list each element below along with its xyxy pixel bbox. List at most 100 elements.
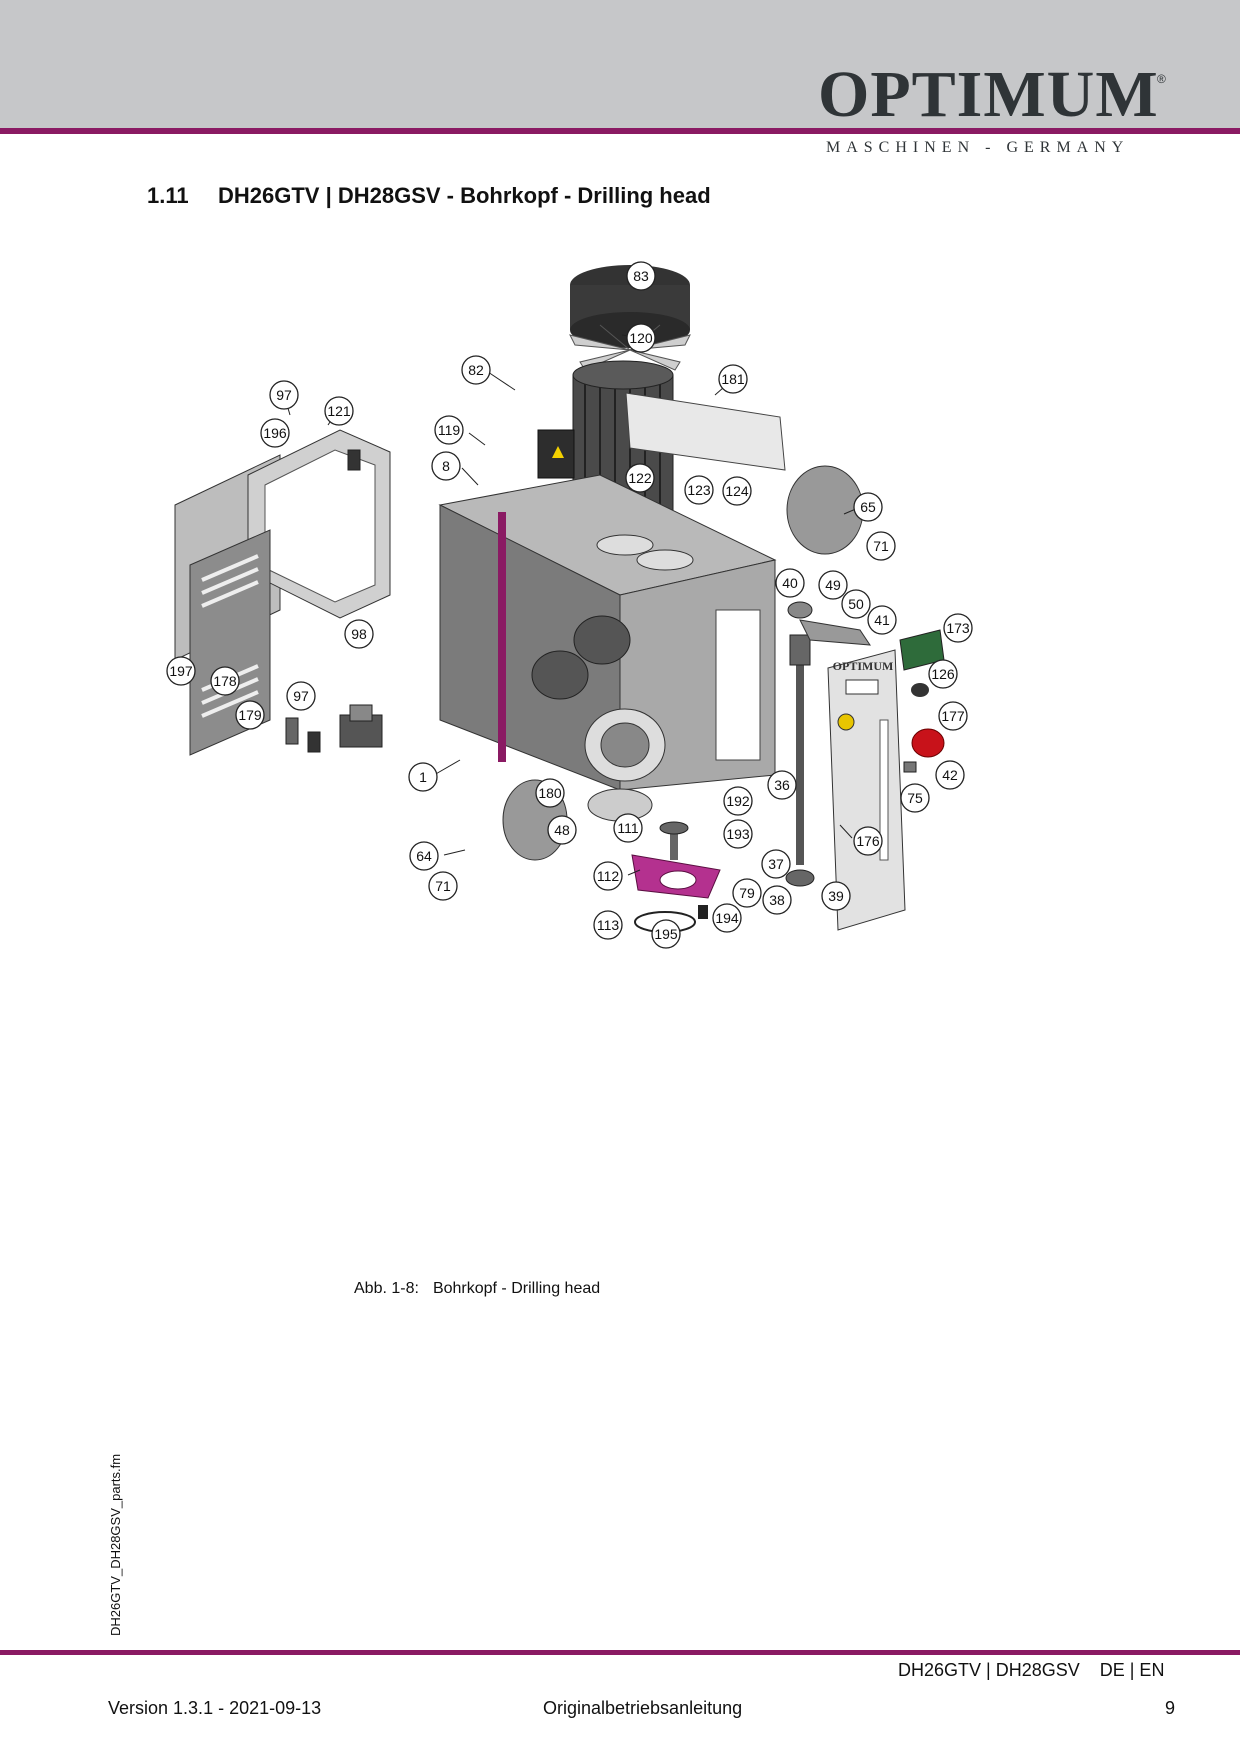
svg-text:79: 79 (739, 885, 755, 901)
svg-text:113: 113 (597, 917, 620, 933)
svg-text:64: 64 (416, 848, 432, 864)
svg-text:193: 193 (726, 826, 750, 842)
file-name-note: DH26GTV_DH28GSV_parts.fm (108, 1453, 123, 1636)
svg-text:83: 83 (633, 268, 649, 284)
callout-71-right: 71 (866, 531, 896, 561)
svg-text:111: 111 (617, 820, 638, 836)
callout-75: 75 (900, 783, 930, 813)
callout-49: 49 (818, 570, 848, 600)
callout-124: 124 (722, 476, 752, 506)
callout-119: 119 (434, 415, 464, 445)
svg-text:50: 50 (848, 596, 864, 612)
callout-192: 192 (723, 786, 753, 816)
figure-caption: Abb. 1-8:Bohrkopf - Drilling head (354, 1280, 614, 1298)
head-housing (438, 392, 786, 791)
svg-text:71: 71 (435, 878, 451, 894)
footer-model: DH26GTV | DH28GSV DE | EN (898, 1660, 1164, 1681)
callout-193: 193 (723, 819, 753, 849)
callout-82: 82 (461, 355, 491, 385)
callout-48: 48 (547, 815, 577, 845)
callout-121: 121 (324, 396, 354, 426)
caption-label: Abb. 1-8: (354, 1280, 419, 1297)
svg-text:39: 39 (828, 888, 844, 904)
callout-197: 197 (166, 656, 196, 686)
callout-37: 37 (761, 849, 791, 879)
callout-123: 123 (684, 475, 714, 505)
registered-mark: ® (1157, 72, 1166, 86)
callout-1: 1 (408, 762, 438, 792)
svg-text:112: 112 (597, 868, 620, 884)
callout-178: 178 (210, 666, 240, 696)
callout-42: 42 (935, 760, 965, 790)
svg-text:71: 71 (873, 538, 889, 554)
cabinet-group (174, 429, 391, 756)
svg-text:177: 177 (941, 708, 965, 724)
header-band (0, 0, 1240, 128)
svg-text:42: 42 (942, 767, 958, 783)
callout-111: 111 (613, 813, 643, 843)
svg-text:97: 97 (276, 387, 292, 403)
callout-177: 177 (938, 701, 968, 731)
callout-179: 179 (235, 700, 265, 730)
svg-text:124: 124 (725, 483, 749, 499)
callout-181: 181 (718, 364, 748, 394)
panel-logo: OPTIMUM (833, 659, 894, 673)
svg-text:98: 98 (351, 626, 367, 642)
callout-79: 79 (732, 878, 762, 908)
svg-text:178: 178 (213, 673, 237, 689)
exploded-parts-drawing: OPTIMUM 83 120 82 181 97 121 196 119 8 1… (166, 261, 973, 949)
callout-97-bottom: 97 (286, 681, 316, 711)
callout-36: 36 (767, 770, 797, 800)
svg-text:97: 97 (293, 688, 309, 704)
brand-logo: OPTIMUM (818, 58, 1159, 131)
section-number: 1.11 (147, 183, 189, 208)
callout-194: 194 (712, 903, 742, 933)
svg-text:40: 40 (782, 575, 798, 591)
footer-language: DE | EN (1099, 1660, 1165, 1680)
svg-text:122: 122 (628, 470, 652, 486)
svg-text:197: 197 (169, 663, 193, 679)
callout-120: 120 (626, 323, 656, 353)
svg-text:180: 180 (538, 785, 562, 801)
svg-text:41: 41 (874, 612, 890, 628)
callout-41: 41 (867, 605, 897, 635)
callout-8: 8 (431, 451, 461, 481)
svg-text:38: 38 (769, 892, 785, 908)
page-number: 9 (1165, 1698, 1176, 1718)
svg-text:196: 196 (263, 425, 287, 441)
footer-document-type: Originalbetriebsanleitung (543, 1698, 743, 1718)
svg-text:82: 82 (468, 362, 484, 378)
footer-model-name: DH26GTV | DH28GSV (898, 1660, 1080, 1680)
svg-text:120: 120 (629, 330, 653, 346)
svg-text:179: 179 (238, 707, 262, 723)
callout-39: 39 (821, 881, 851, 911)
callout-71-left: 71 (428, 871, 458, 901)
callout-113: 113 (593, 910, 623, 940)
callout-38: 38 (762, 885, 792, 915)
control-panel: OPTIMUM (827, 629, 945, 931)
svg-text:65: 65 (860, 499, 876, 515)
svg-text:176: 176 (856, 833, 880, 849)
svg-text:37: 37 (768, 856, 784, 872)
svg-text:173: 173 (946, 620, 970, 636)
callout-126: 126 (928, 659, 958, 689)
brand-subtitle: MASCHINEN - GERMANY (826, 139, 1130, 156)
callout-64: 64 (409, 841, 439, 871)
footer-version: Version 1.3.1 - 2021-09-13 (108, 1698, 322, 1718)
callout-122: 122 (625, 463, 655, 493)
callout-50: 50 (841, 589, 871, 619)
callout-180: 180 (535, 778, 565, 808)
svg-text:121: 121 (327, 403, 351, 419)
svg-text:126: 126 (931, 666, 955, 682)
svg-text:123: 123 (687, 482, 711, 498)
cover-right (786, 465, 864, 555)
svg-text:49: 49 (825, 577, 841, 593)
svg-text:75: 75 (907, 790, 923, 806)
svg-text:36: 36 (774, 777, 790, 793)
callout-176: 176 (853, 826, 883, 856)
svg-text:181: 181 (721, 371, 745, 387)
svg-text:192: 192 (726, 793, 750, 809)
callout-83: 83 (626, 261, 656, 291)
svg-text:8: 8 (442, 458, 450, 474)
callout-65: 65 (853, 492, 883, 522)
